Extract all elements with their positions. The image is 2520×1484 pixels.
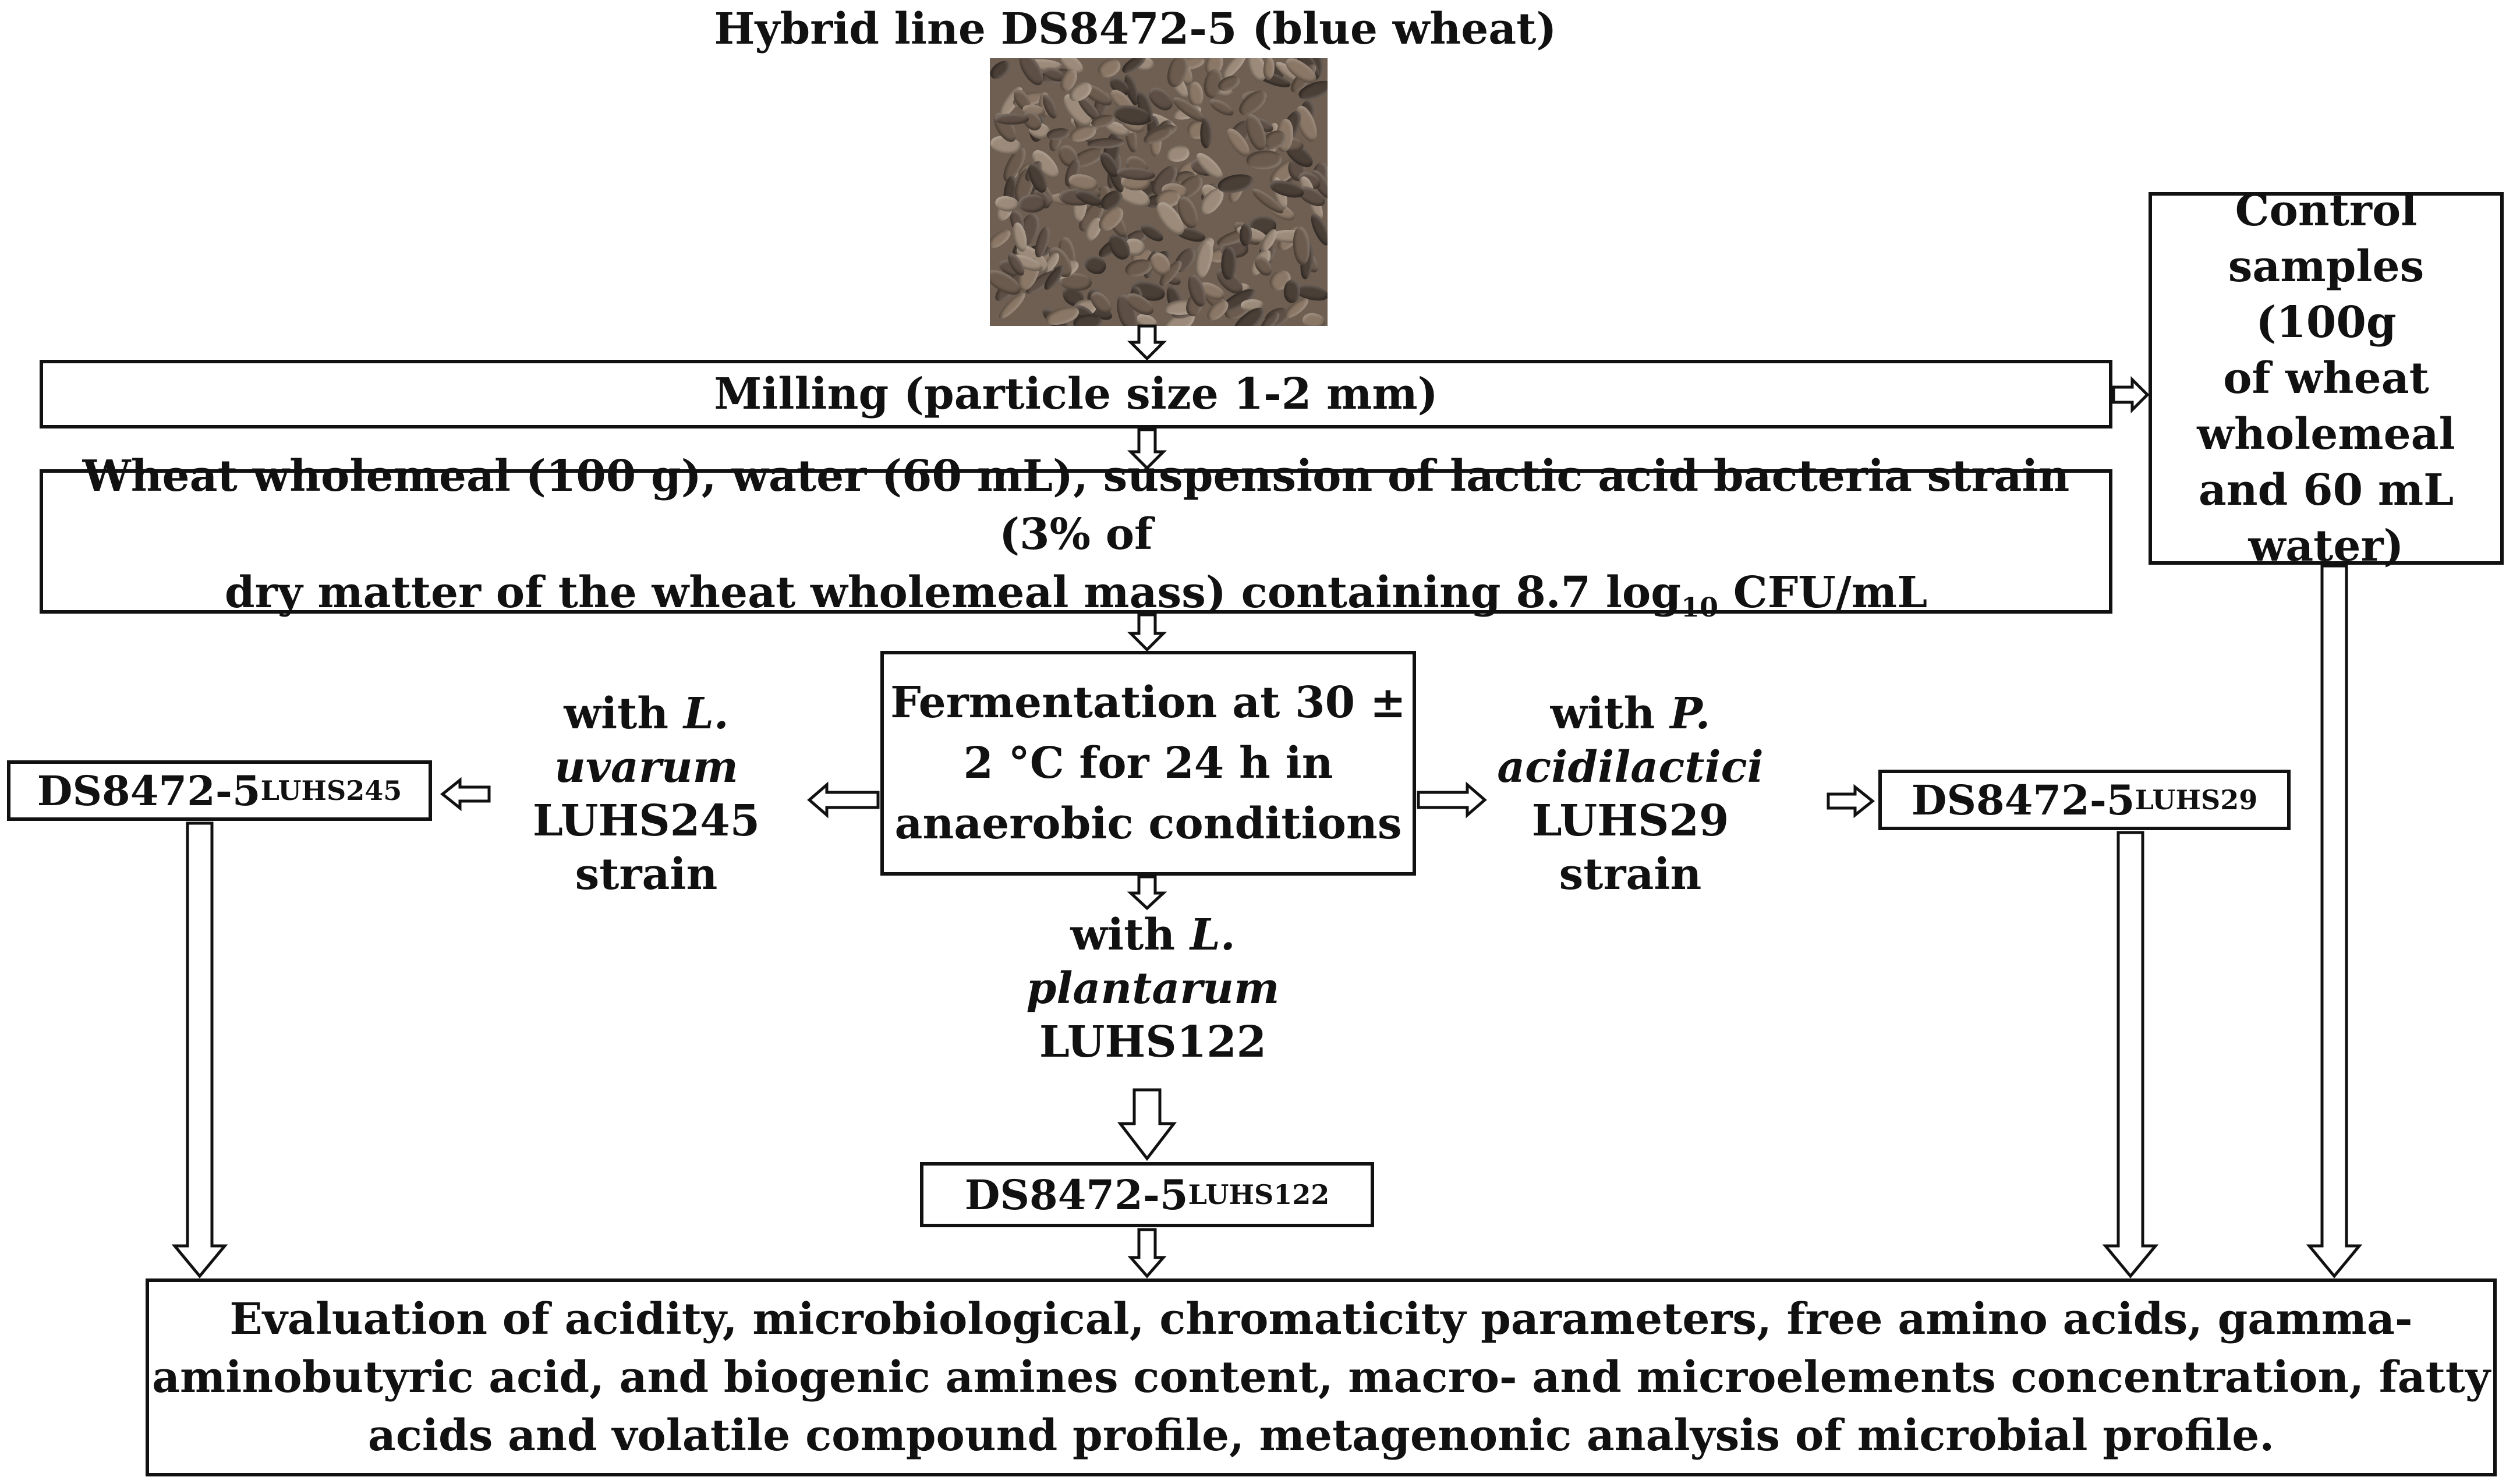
- wheat-grain: [1018, 194, 1046, 213]
- wheat-grain: [994, 114, 1029, 125]
- control-line: of wheat: [2223, 353, 2429, 403]
- fermentation-line: Fermentation at 30 ±: [890, 678, 1406, 728]
- mixture-line-1: Wheat wholemeal (100 g), water (60 mL), …: [82, 451, 2070, 559]
- mixture-box: Wheat wholemeal (100 g), water (60 mL), …: [40, 451, 2112, 623]
- arrow-luhs245-to-evaluation: [171, 821, 228, 1278]
- arrow-to-luhs122: [1117, 1088, 1177, 1161]
- arrow-photo-to-milling: [1127, 324, 1167, 361]
- arrow-to-luhs29: [1827, 784, 1875, 819]
- arrow-luhs29-to-evaluation: [2102, 831, 2159, 1278]
- arrow-to-luhs245: [440, 777, 491, 812]
- milling-label: Milling (particle size 1-2 mm): [714, 369, 1438, 419]
- control-line: Control: [2235, 186, 2418, 236]
- evaluation-line: Evaluation of acidity, microbiological, …: [229, 1294, 2413, 1344]
- control-line: wholemeal: [2197, 409, 2455, 459]
- output-luhs29-box: DS8472-5 LUHS29: [1878, 770, 2291, 830]
- fermentation-line: anaerobic conditions: [894, 799, 1402, 849]
- arrow-mixture-to-fermentation: [1127, 613, 1167, 652]
- mixture-line-2: dry matter of the wheat wholemeal mass) …: [224, 567, 1928, 623]
- control-line: water): [2248, 521, 2404, 571]
- arrow-milling-to-mixture: [1127, 428, 1167, 470]
- arrow-fermentation-to-plantarum: [1127, 875, 1167, 911]
- arrow-fermentation-to-left: [807, 781, 880, 819]
- control-line: samples (100g: [2228, 242, 2425, 348]
- milling-box: Milling (particle size 1-2 mm): [40, 360, 2112, 428]
- wheat-grain-photo: [990, 58, 1328, 326]
- evaluation-line: acids and volatile compound profile, met…: [367, 1411, 2275, 1461]
- evaluation-line: aminobutyric acid, and biogenic amines c…: [152, 1352, 2490, 1402]
- arrow-milling-to-control: [2112, 376, 2150, 414]
- arrow-control-to-evaluation: [2306, 564, 2363, 1278]
- output-luhs245-box: DS8472-5 LUHS245: [7, 760, 432, 821]
- arrow-fermentation-to-right: [1417, 781, 1487, 819]
- diagram-title: Hybrid line DS8472-5 (blue wheat): [714, 4, 1557, 54]
- arrow-luhs122-to-evaluation: [1127, 1228, 1167, 1278]
- control-line: and 60 mL: [2198, 465, 2454, 515]
- strain-label-plantarum: with L. plantarum LUHS122: [1026, 910, 1280, 1067]
- output-luhs122-box: DS8472-5 LUHS122: [920, 1162, 1374, 1227]
- strain-label-uvarum: with L. uvarum LUHS245 strain: [532, 689, 760, 899]
- evaluation-box: Evaluation of acidity, microbiological, …: [146, 1278, 2497, 1476]
- strain-label-acidilactici: with P. acidilactici LUHS29 strain: [1497, 689, 1764, 899]
- fermentation-line: 2 °C for 24 h in: [963, 738, 1333, 788]
- control-samples-box: Control samples (100g of wheat wholemeal…: [2149, 186, 2504, 571]
- fermentation-box: Fermentation at 30 ± 2 °C for 24 h in an…: [880, 651, 1416, 876]
